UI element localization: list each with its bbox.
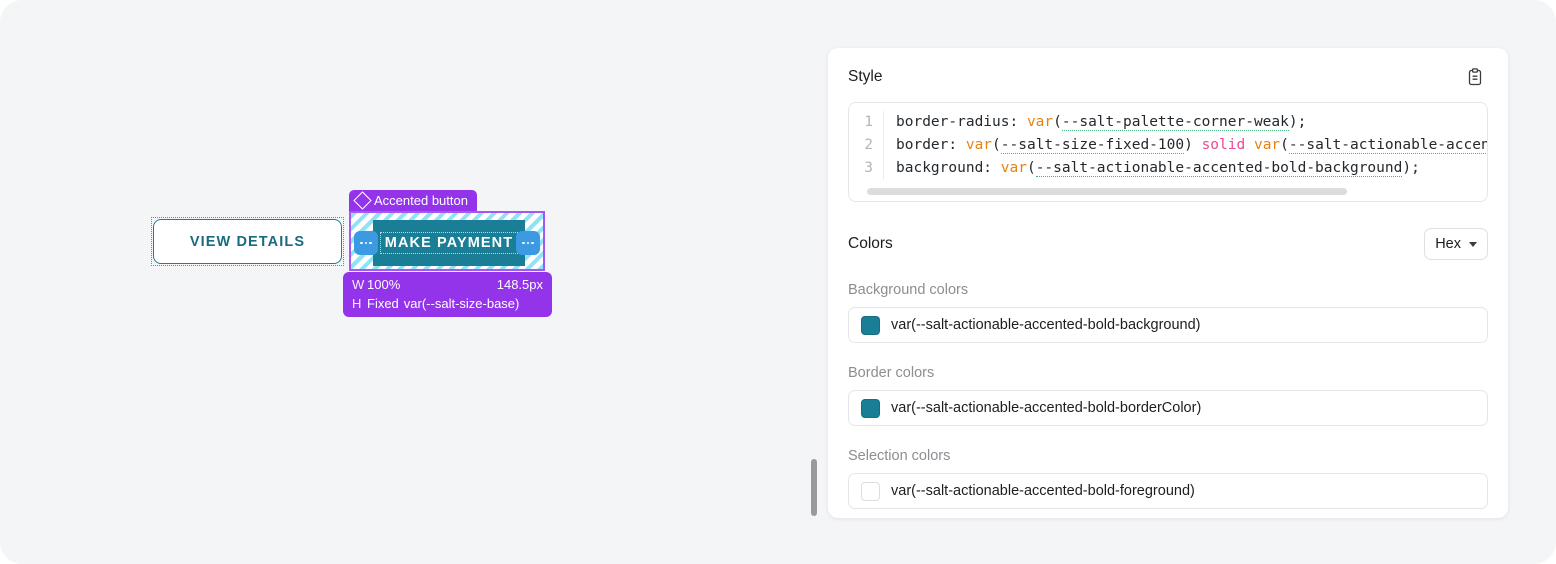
code-line: 3 background: var(--salt-actionable-acce… <box>849 157 1487 180</box>
handle-dot <box>531 241 534 245</box>
code-close: ) <box>1184 137 1202 153</box>
color-token-label: var(--salt-actionable-accented-bold-bord… <box>891 400 1202 416</box>
code-token-2: --salt-actionable-accented <box>1288 137 1487 154</box>
right-padding-handle[interactable] <box>516 231 540 255</box>
height-value: var(--salt-size-base) <box>403 296 520 311</box>
code-property: border-radius: <box>896 114 1027 130</box>
code-paren: ( <box>1026 160 1036 176</box>
code-fn: var <box>1000 160 1027 176</box>
style-section: Style 1 border-radius: var(--salt-palett… <box>828 48 1508 202</box>
panel-scrollbar-track[interactable] <box>811 48 817 518</box>
background-colors-label: Background colors <box>848 282 969 298</box>
diamond-icon <box>353 191 372 210</box>
line-number: 1 <box>864 114 873 130</box>
color-token-label: var(--salt-actionable-accented-bold-fore… <box>891 483 1195 499</box>
code-paren: ( <box>1053 114 1062 130</box>
design-canvas[interactable]: VIEW DETAILS Accented button MAKE PAYMEN… <box>0 0 800 564</box>
style-section-header: Style <box>828 64 1508 90</box>
color-format-select[interactable]: Hex <box>1424 228 1488 260</box>
line-content: border-radius: var(--salt-palette-corner… <box>883 111 1487 134</box>
color-row-border[interactable]: var(--salt-actionable-accented-bold-bord… <box>848 390 1488 426</box>
size-tooltip-width-row: W 100% 148.5px <box>343 275 552 294</box>
left-padding-handle[interactable] <box>354 231 378 255</box>
component-name-label: Accented button <box>374 193 468 208</box>
width-key: W <box>352 277 365 292</box>
handle-dot <box>364 241 368 245</box>
line-content: border: var(--salt-size-fixed-100) solid… <box>883 134 1487 157</box>
properties-panel: Style 1 border-radius: var(--salt-palett… <box>828 48 1508 518</box>
make-payment-button[interactable]: MAKE PAYMENT <box>373 220 525 266</box>
color-row-selection[interactable]: var(--salt-actionable-accented-bold-fore… <box>848 473 1488 509</box>
size-tooltip: W 100% 148.5px H Fixed var(--salt-size-b… <box>343 272 552 317</box>
code-property: background: <box>896 160 1001 176</box>
code-lines: 1 border-radius: var(--salt-palette-corn… <box>849 111 1487 180</box>
chevron-down-icon <box>1469 241 1477 247</box>
code-token: --salt-actionable-accented-bold-backgrou… <box>1035 160 1403 177</box>
colors-title: Colors <box>848 235 893 252</box>
line-number: 2 <box>864 137 873 153</box>
code-line: 2 border: var(--salt-size-fixed-100) sol… <box>849 134 1487 157</box>
code-paren-2: ( <box>1280 137 1289 153</box>
colors-section-header: Colors Hex <box>828 228 1508 260</box>
code-token: --salt-size-fixed-100 <box>1000 137 1185 154</box>
color-swatch[interactable] <box>861 315 880 335</box>
size-tooltip-height-row: H Fixed var(--salt-size-base) <box>343 294 552 313</box>
panel-scrollbar-thumb[interactable] <box>811 459 817 516</box>
style-title: Style <box>848 68 883 85</box>
make-payment-label: MAKE PAYMENT <box>379 232 519 254</box>
code-property: border: <box>896 137 966 153</box>
code-paren: ( <box>992 137 1001 153</box>
line-number: 3 <box>864 160 873 176</box>
color-swatch[interactable] <box>861 398 880 418</box>
color-format-value: Hex <box>1435 236 1461 252</box>
view-details-selection-outline: VIEW DETAILS <box>151 217 344 266</box>
code-fn: var <box>1026 114 1054 130</box>
handle-dot <box>526 241 530 245</box>
code-close: ); <box>1288 114 1307 130</box>
code-close: ); <box>1402 160 1420 176</box>
color-row-background[interactable]: var(--salt-actionable-accented-bold-back… <box>848 307 1488 343</box>
code-fn-2: var <box>1245 137 1281 153</box>
code-horizontal-scrollbar[interactable] <box>867 188 1347 195</box>
width-mode: 100% <box>367 277 401 292</box>
view-details-button[interactable]: VIEW DETAILS <box>153 219 342 264</box>
border-colors-label: Border colors <box>848 365 935 381</box>
code-keyword: solid <box>1201 137 1246 153</box>
component-name-badge[interactable]: Accented button <box>349 190 477 211</box>
code-token: --salt-palette-corner-weak <box>1061 114 1289 131</box>
width-value: 148.5px <box>496 277 543 292</box>
colors-section: Colors Hex Background colors var(--salt-… <box>828 228 1508 509</box>
height-key: H <box>352 296 362 311</box>
code-fn: var <box>965 137 993 153</box>
style-code-block[interactable]: 1 border-radius: var(--salt-palette-corn… <box>848 102 1488 202</box>
make-payment-selection-box[interactable]: MAKE PAYMENT <box>349 211 545 271</box>
clipboard-icon[interactable] <box>1462 64 1488 90</box>
line-content: background: var(--salt-actionable-accent… <box>883 157 1487 180</box>
color-swatch[interactable] <box>861 481 880 501</box>
handle-dot <box>369 241 372 245</box>
height-mode: Fixed <box>367 296 399 311</box>
color-token-label: var(--salt-actionable-accented-bold-back… <box>891 317 1201 333</box>
selection-colors-label: Selection colors <box>848 448 951 464</box>
handle-dot <box>522 241 525 245</box>
handle-dot <box>360 241 363 245</box>
code-line: 1 border-radius: var(--salt-palette-corn… <box>849 111 1487 134</box>
